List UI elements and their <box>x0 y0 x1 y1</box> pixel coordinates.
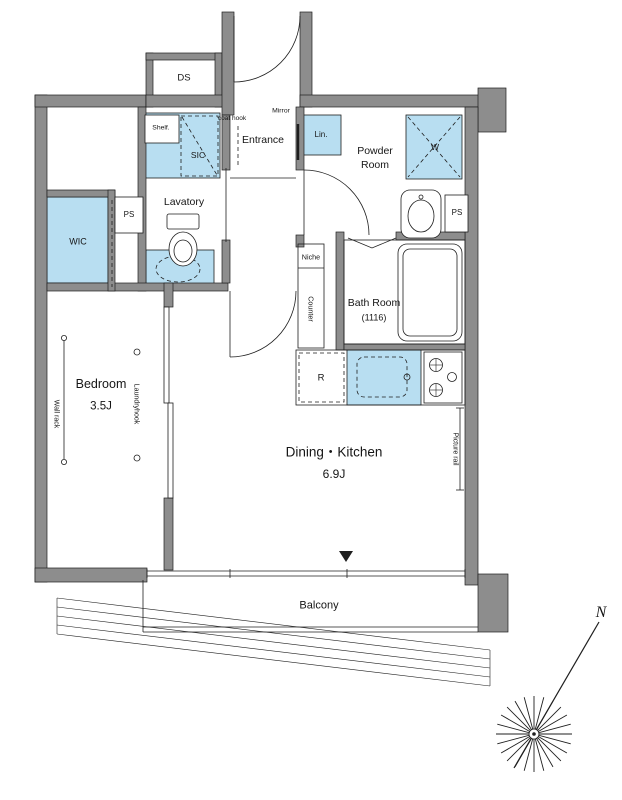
washbasin-icon <box>400 189 442 239</box>
washer-pan-cross <box>407 116 461 178</box>
compass-icon <box>496 621 600 772</box>
refrigerator-space <box>298 352 345 403</box>
hall-door-swing <box>229 290 297 358</box>
refrigerator-label: R <box>317 372 325 384</box>
bath-room-label: Bath Room <box>347 296 401 309</box>
bath-folding-door <box>347 237 397 249</box>
bedroom-sliding-door <box>163 306 170 404</box>
linen-label: Lin. <box>314 130 328 139</box>
laundry-hook-point <box>133 348 141 356</box>
ps-right-label: PS <box>451 208 463 217</box>
compass-needle <box>513 621 600 769</box>
dining-kitchen-size-label: 6.9J <box>322 467 346 481</box>
entrance-door-swing <box>233 15 301 83</box>
rails-hooks <box>61 334 464 491</box>
ds-label: DS <box>177 72 191 84</box>
sic-label: SIC <box>190 149 206 160</box>
mirror-label: Mirror <box>272 107 290 115</box>
pipe-space-left-box <box>114 196 144 234</box>
bath-outline <box>343 239 466 345</box>
balcony-label: Balcony <box>299 599 339 612</box>
doors <box>163 15 397 499</box>
storage-details <box>111 115 461 403</box>
counter-strip-outline <box>297 243 325 349</box>
kitchen-counter-outline <box>295 349 466 406</box>
laundry-hook-label: Laundryhook <box>132 383 140 425</box>
coat-hook-label: coat hook <box>217 114 247 122</box>
bedroom-label: Bedroom <box>75 376 127 391</box>
picture-rail-label: Picture rail <box>451 432 459 466</box>
balcony-entry-marker <box>339 551 353 562</box>
faucet-icon <box>403 373 411 381</box>
bath-room-size-label: (1116) <box>361 312 387 323</box>
dining-kitchen-label: Dining・Kitchen <box>285 444 383 460</box>
site-hatching <box>56 597 491 687</box>
wall-rack-label: Wall rack <box>52 399 60 429</box>
vanity-basin <box>155 255 201 283</box>
counter-label: Counter <box>306 296 316 322</box>
toilet-icon <box>166 213 200 267</box>
shelf-box <box>144 114 180 144</box>
ps-left-label: PS <box>123 210 135 219</box>
washer-area <box>405 114 463 180</box>
linen-area <box>302 114 342 156</box>
niche-label: Niche <box>301 252 321 262</box>
balcony-structure <box>142 569 478 633</box>
powder-room-label-1: Powder <box>357 144 393 157</box>
sink-bowl <box>356 356 408 398</box>
entrance-label: Entrance <box>241 133 285 146</box>
powder-room-label-2: Room <box>360 158 390 171</box>
compass-north-label: N <box>595 604 607 621</box>
stove-icon <box>403 351 463 404</box>
shelf-label: Shelf. <box>152 124 170 132</box>
pipe-space-right-box <box>444 194 469 233</box>
washer-label: W <box>430 141 440 152</box>
bedroom-size-label: 3.5J <box>90 400 112 413</box>
wic-area <box>46 196 109 284</box>
service-boxes <box>114 114 469 234</box>
lavatory-label: Lavatory <box>163 195 205 208</box>
wic-label: WIC <box>69 236 87 247</box>
powder-room-door-swing <box>303 169 370 236</box>
room-outlines <box>230 177 466 406</box>
bathtub-icon <box>397 243 463 342</box>
